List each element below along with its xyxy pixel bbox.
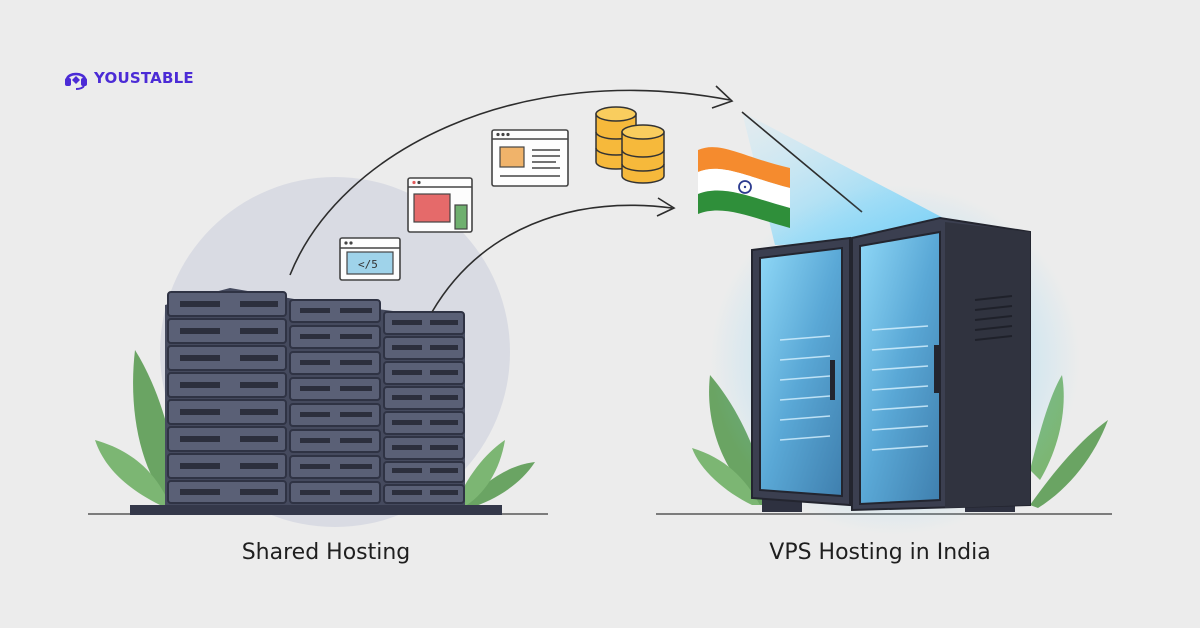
migration-arrow-bottom [431, 204, 673, 313]
headset-icon [65, 72, 87, 90]
shared-server-rack [130, 288, 502, 515]
dashboard-window-icon [491, 129, 569, 187]
india-flag-icon [698, 147, 790, 228]
coin-stacks-icon [595, 106, 665, 184]
brand-name: YOUSTABLE [94, 69, 194, 87]
svg-text:</5: </5 [358, 258, 378, 271]
shared-hosting-label: Shared Hosting [241, 540, 411, 565]
vps-server-tower [751, 216, 1031, 512]
migration-arrow-top [289, 89, 731, 276]
arrow-head-top [711, 85, 734, 109]
arrow-head-bottom [656, 197, 676, 217]
code-window-icon: </5 [339, 237, 401, 281]
chart-window-icon [407, 177, 473, 233]
brand-logo: YOUSTABLE [62, 64, 194, 92]
vps-hosting-label: VPS Hosting in India [769, 540, 991, 565]
